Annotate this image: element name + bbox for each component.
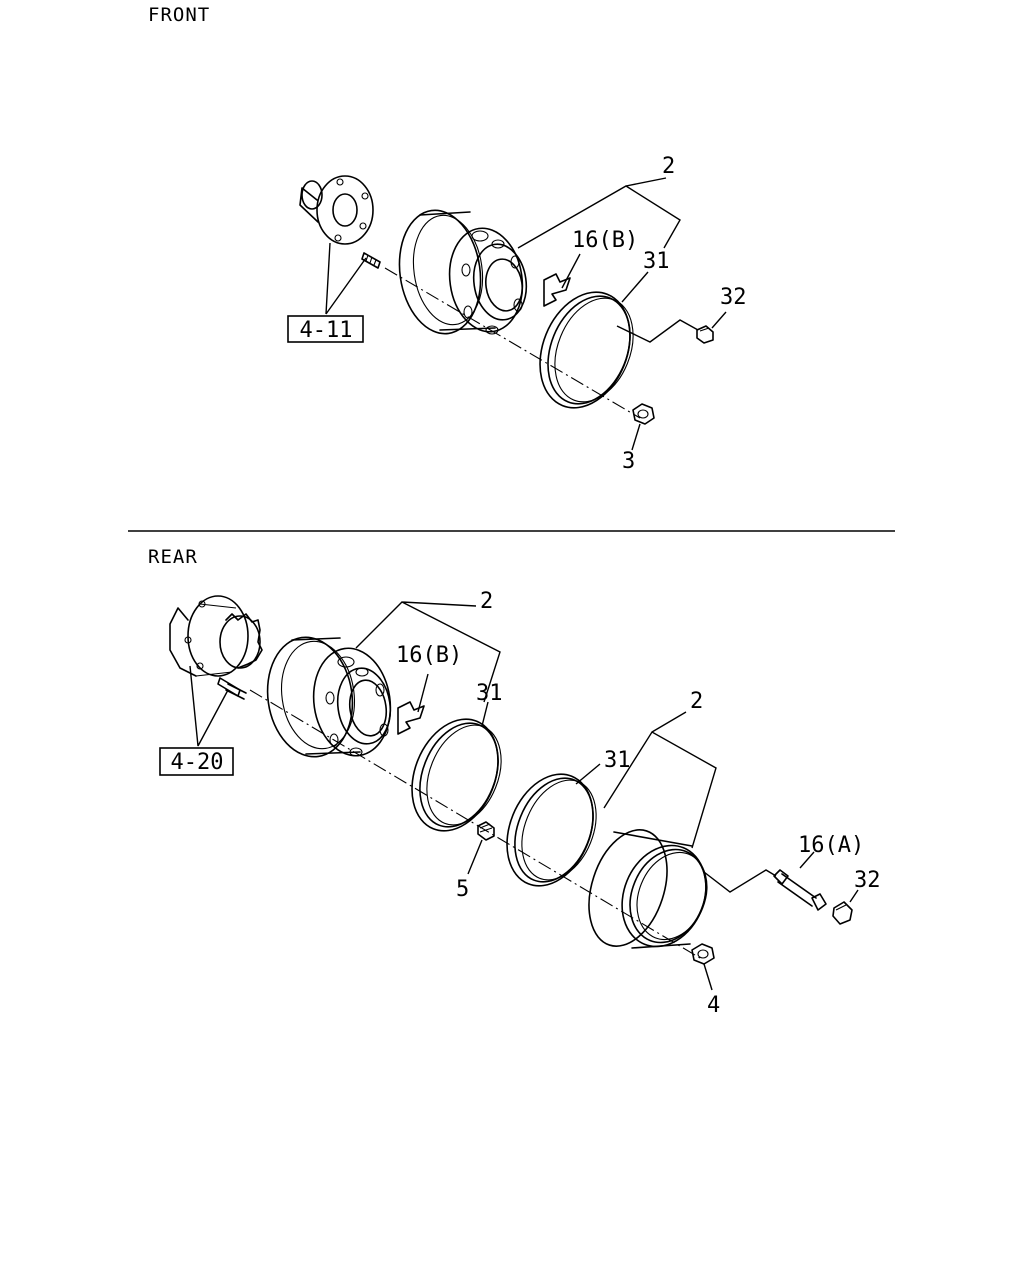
rear-callout-outer-wheel: 2 — [690, 689, 703, 714]
front-callout-ring: 31 — [643, 249, 670, 274]
front-hub-stud — [361, 252, 381, 269]
rear-ref-leader — [189, 665, 229, 747]
front-ref-leader — [325, 242, 367, 315]
rear-callout-bolt: 16(A) — [798, 833, 864, 858]
front-callout-wheel: 2 — [662, 154, 675, 179]
rear-hub-stud — [217, 677, 247, 700]
rear-outer-side-ring — [506, 773, 597, 887]
front-ring-leader — [621, 271, 649, 303]
rear-inner-side-ring — [411, 718, 502, 832]
rear-section-title: REAR — [148, 546, 198, 568]
rear-outer-wheel — [588, 829, 708, 949]
rear-axis-line — [249, 689, 701, 959]
front-wheel-disc — [398, 209, 528, 335]
front-callout-nut: 3 — [622, 449, 635, 474]
rear-callout-clip: 16(B) — [396, 643, 462, 668]
rear-nut-leader — [703, 963, 713, 991]
rear-cap-leader — [849, 889, 859, 903]
rear-stud-leader — [467, 839, 483, 875]
rear-callout-inner-wheel: 2 — [480, 589, 493, 614]
rear-wheel-nut — [691, 943, 715, 965]
rear-clip-leader — [417, 673, 429, 713]
front-wheel-nut — [632, 403, 655, 425]
rear-wheel-clip — [397, 701, 425, 735]
rear-inner-wheel-leader — [355, 601, 501, 703]
front-side-ring — [539, 291, 634, 409]
front-nut-leader — [631, 423, 641, 451]
front-valve-cap — [696, 325, 714, 344]
rear-callout-inner-ring: 31 — [476, 681, 503, 706]
rear-callout-nut: 4 — [707, 993, 720, 1018]
front-clip-leader — [561, 253, 581, 289]
rear-outer-ring-leader — [575, 763, 601, 785]
rear-outer-wheel-leader — [603, 711, 717, 849]
rear-callout-outer-ring: 31 — [604, 748, 631, 773]
rear-inner-wheel-disc — [266, 636, 392, 758]
rear-ref-label: 4-20 — [171, 750, 224, 775]
front-wheel-hub — [299, 175, 374, 245]
front-wheel-leader — [517, 177, 681, 249]
front-cap-leader — [616, 311, 727, 343]
front-axis-line — [384, 267, 641, 419]
front-callout-cap: 32 — [720, 285, 747, 310]
rear-inner-ring-leader — [481, 701, 489, 727]
rear-extension-bolt — [773, 869, 827, 911]
front-wheel-clip — [543, 273, 571, 307]
rear-callout-cap: 32 — [854, 868, 881, 893]
front-ref-label: 4-11 — [300, 318, 353, 343]
front-ref-box — [287, 315, 364, 343]
rear-callout-stud: 5 — [456, 877, 469, 902]
rear-wheel-hub — [169, 595, 263, 677]
rear-ref-box — [159, 747, 234, 776]
front-section-title: FRONT — [148, 4, 210, 26]
rear-valve-cap — [832, 901, 853, 925]
front-callout-clip: 16(B) — [572, 228, 638, 253]
rear-stud — [477, 821, 495, 841]
rear-bolt-leader — [703, 851, 815, 893]
